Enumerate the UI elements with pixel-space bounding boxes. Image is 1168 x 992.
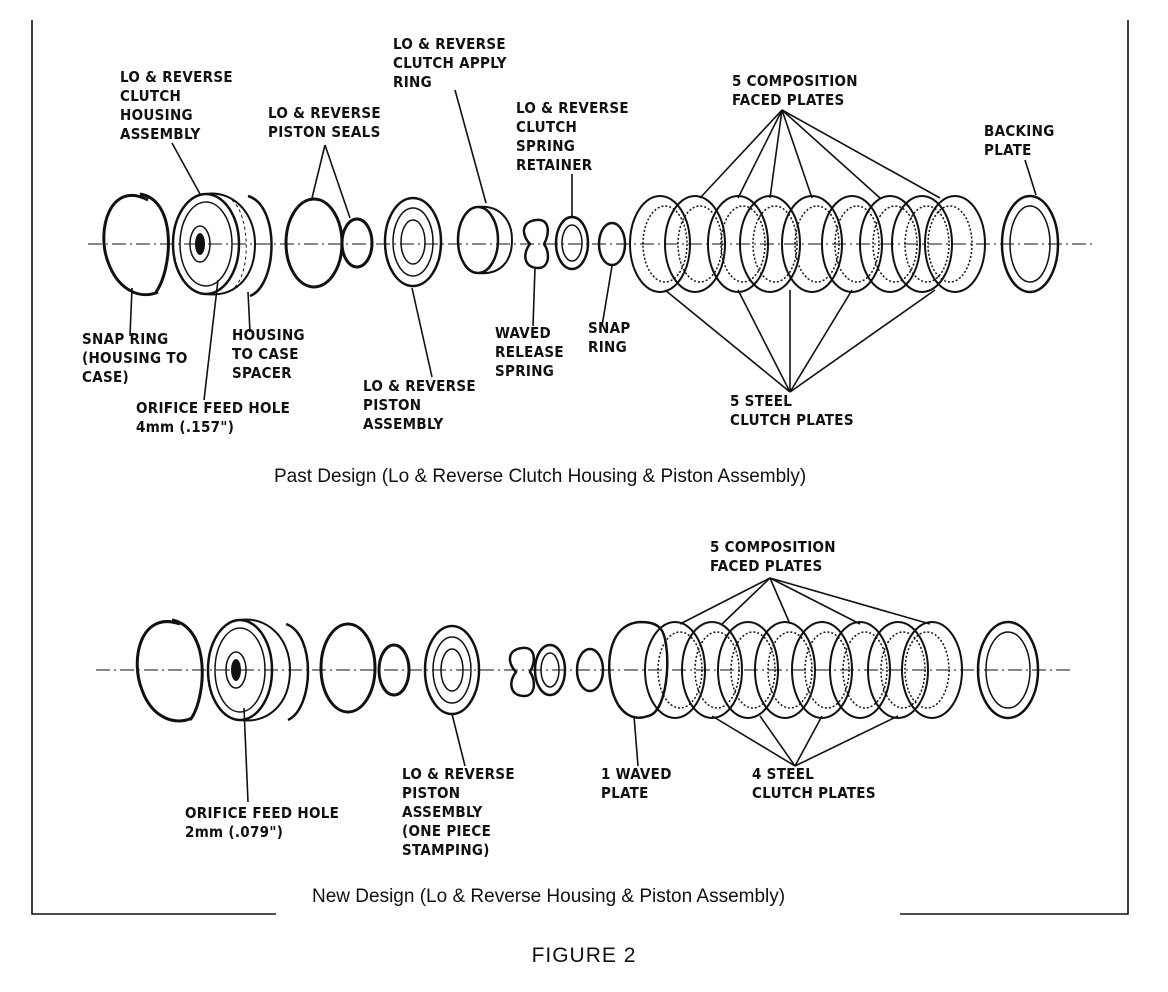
past-label-steel-plates: 5 STEEL CLUTCH PLATES <box>730 392 854 429</box>
new-large-piston-seal-part <box>319 622 377 714</box>
new-snap-ring-part-2 <box>575 647 605 693</box>
new-waved-plate-part <box>608 620 669 719</box>
past-design-caption: Past Design (Lo & Reverse Clutch Housing… <box>274 466 806 487</box>
figure-label: FIGURE 2 <box>532 944 637 967</box>
past-snap-ring-part <box>102 192 170 297</box>
new-housing-assembly-part <box>206 618 310 722</box>
new-label-composition-plates: 5 COMPOSITION FACED PLATES <box>710 538 841 575</box>
past-label-spring-retainer: LO & REVERSE CLUTCH SPRING RETAINER <box>516 99 634 174</box>
new-clutch-plates-part <box>644 621 963 719</box>
past-label-waved-spring: WAVED RELEASE SPRING <box>495 324 569 380</box>
new-spring-retainer-part <box>533 643 567 697</box>
new-leader-lines <box>243 577 931 803</box>
new-backing-plate-part <box>976 620 1040 720</box>
past-design-panel: LO & REVERSE CLUTCH HOUSING ASSEMBLY LO … <box>82 35 1095 487</box>
past-backing-plate-part <box>1000 194 1060 294</box>
new-label-piston-assembly: LO & REVERSE PISTON ASSEMBLY (ONE PIECE … <box>402 765 520 859</box>
past-large-piston-seal-part <box>284 197 344 289</box>
new-design-caption: New Design (Lo & Reverse Housing & Pisto… <box>312 886 785 907</box>
past-housing-spacer-part <box>247 194 273 298</box>
figure-frame <box>31 20 1129 915</box>
new-label-orifice: ORIFICE FEED HOLE 2mm (.079") <box>185 804 344 841</box>
new-label-steel-plates: 4 STEEL CLUTCH PLATES <box>752 765 876 802</box>
past-housing-assembly-part <box>171 192 257 296</box>
past-spring-retainer-part <box>554 215 590 271</box>
past-label-housing-spacer: HOUSING TO CASE SPACER <box>232 326 310 382</box>
past-apply-ring-part <box>456 205 514 275</box>
new-label-waved-plate: 1 WAVED PLATE <box>601 765 677 802</box>
past-label-orifice: ORIFICE FEED HOLE 4mm (.157") <box>136 399 295 436</box>
new-design-panel: 5 COMPOSITION FACED PLATES ORIFICE FEED … <box>96 538 1070 907</box>
past-label-composition-plates: 5 COMPOSITION FACED PLATES <box>732 72 863 109</box>
past-label-piston-seals: LO & REVERSE PISTON SEALS <box>268 104 386 141</box>
past-waved-spring-part <box>522 218 550 270</box>
past-label-snap-ring: SNAP RING <box>588 319 636 356</box>
past-label-snap-ring-case: SNAP RING (HOUSING TO CASE) <box>82 330 193 386</box>
past-small-piston-seal-part <box>340 217 374 269</box>
new-small-piston-seal-part <box>377 643 411 697</box>
past-leader-lines <box>129 89 1037 401</box>
past-clutch-plates-part <box>629 195 986 293</box>
past-label-backing-plate: BACKING PLATE <box>984 122 1060 159</box>
past-piston-assembly-part <box>383 196 443 288</box>
new-waved-spring-part <box>508 646 536 698</box>
past-label-apply-ring: LO & REVERSE CLUTCH APPLY RING <box>393 35 512 91</box>
new-snap-ring-part <box>135 618 204 723</box>
past-snap-ring-part-2 <box>597 221 627 267</box>
past-label-housing-assembly: LO & REVERSE CLUTCH HOUSING ASSEMBLY <box>120 68 238 143</box>
past-label-piston-assembly: LO & REVERSE PISTON ASSEMBLY <box>363 377 481 433</box>
